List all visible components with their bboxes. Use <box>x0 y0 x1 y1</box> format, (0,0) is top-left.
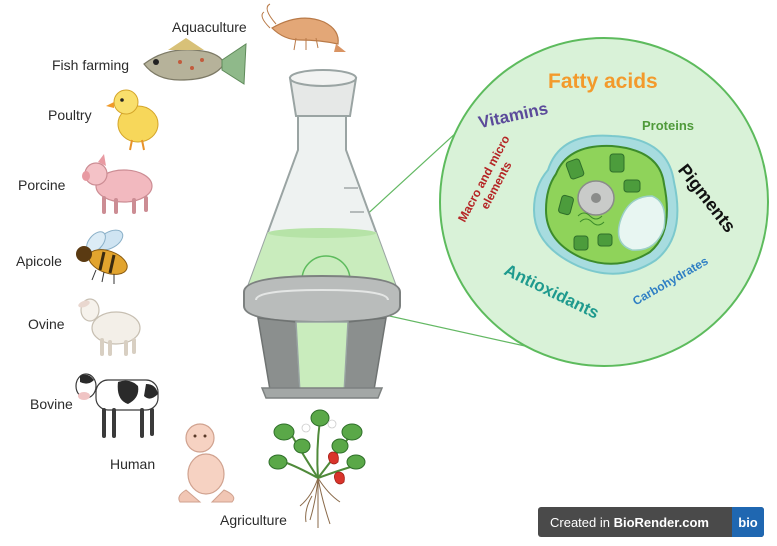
label-human: Human <box>110 456 156 472</box>
flask-icon <box>243 69 401 399</box>
shrimp-icon <box>261 3 346 52</box>
biorender-logo-icon: bio <box>732 507 764 537</box>
badge-text: Created in BioRender.com <box>538 515 709 530</box>
badge-brand: BioRender.com <box>613 514 709 530</box>
label-porcine: Porcine <box>18 177 66 193</box>
label-aquaculture: Aquaculture <box>172 19 247 35</box>
label-agriculture: Agriculture <box>220 512 287 528</box>
label-proteins: Proteins <box>642 118 695 133</box>
badge-prefix: Created in <box>550 514 614 530</box>
label-apicole: Apicole <box>16 253 62 269</box>
cow-icon <box>75 373 159 438</box>
label-poultry: Poultry <box>48 107 92 123</box>
baby-icon <box>178 423 235 503</box>
chick-icon <box>106 89 159 151</box>
bee-icon <box>76 229 128 284</box>
label-fish-farming: Fish farming <box>52 57 130 73</box>
label-ovine: Ovine <box>28 316 65 332</box>
fish-icon <box>143 38 247 85</box>
pig-icon <box>82 154 153 214</box>
biorender-badge[interactable]: Created in BioRender.com bio <box>538 507 764 537</box>
label-bovine: Bovine <box>30 396 73 412</box>
lamb-icon <box>78 298 141 356</box>
strawberry-plant-icon <box>268 409 366 528</box>
label-fatty-acids: Fatty acids <box>548 70 658 93</box>
microalga-cell-icon <box>532 134 679 275</box>
